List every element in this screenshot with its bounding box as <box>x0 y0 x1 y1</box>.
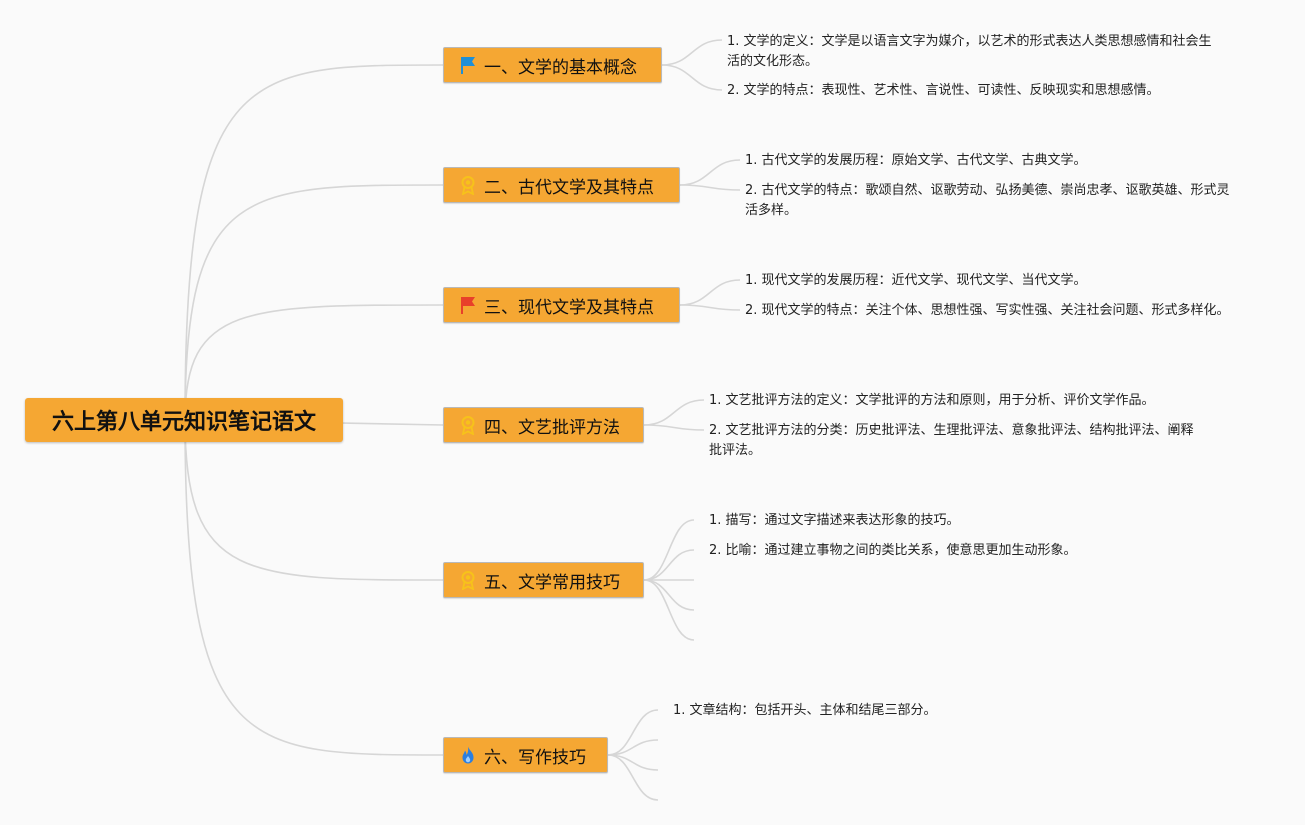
topic-label: 六、写作技巧 <box>484 747 586 768</box>
branch-connector <box>679 159 741 186</box>
leaf-note[interactable]: 2. 现代文学的特点：关注个体、思想性强、写实性强、关注社会问题、形式多样化。 <box>745 303 1230 318</box>
blue-flag-icon <box>458 55 478 75</box>
branch-connector <box>679 304 741 311</box>
topic-label: 一、文学的基本概念 <box>484 57 637 78</box>
branch-connector <box>643 519 695 581</box>
topic-label: 三、现代文学及其特点 <box>484 297 654 318</box>
branch-connector <box>607 754 659 801</box>
topic-ancient-literature[interactable]: 二、古代文学及其特点 <box>443 167 680 203</box>
leaf-note[interactable]: 1. 文学的定义：文学是以语言文字为媒介，以艺术的形式表达人类思想感情和社会生活… <box>727 34 1212 69</box>
root-connector <box>184 304 444 421</box>
award-ribbon-icon <box>458 175 478 195</box>
branch-connector <box>661 39 723 66</box>
leaf-note[interactable]: 1. 描写：通过文字描述来表达形象的技巧。 <box>709 513 960 528</box>
root-connector <box>184 419 444 756</box>
topic-label: 二、古代文学及其特点 <box>484 177 654 198</box>
branch-connector <box>643 579 695 611</box>
topic-label: 四、文艺批评方法 <box>484 417 620 438</box>
leaf-note[interactable]: 1. 文艺批评方法的定义：文学批评的方法和原则，用于分析、评价文学作品。 <box>709 393 1155 408</box>
branch-connector <box>679 184 741 191</box>
leaf-note[interactable]: 2. 古代文学的特点：歌颂自然、讴歌劳动、弘扬美德、崇尚忠孝、讴歌英雄、形式灵活… <box>745 183 1230 218</box>
root-connector <box>184 184 444 421</box>
topic-basic-concepts[interactable]: 一、文学的基本概念 <box>443 47 662 83</box>
flame-icon <box>458 745 478 765</box>
branch-connector <box>661 64 723 91</box>
leaf-note[interactable]: 1. 古代文学的发展历程：原始文学、古代文学、古典文学。 <box>745 153 1087 168</box>
root-connector <box>184 64 444 421</box>
topic-modern-literature[interactable]: 三、现代文学及其特点 <box>443 287 680 323</box>
award-ribbon-icon <box>458 570 478 590</box>
award-ribbon-icon <box>458 415 478 435</box>
branch-connector <box>643 424 705 431</box>
red-flag-icon <box>458 295 478 315</box>
topic-literary-techniques[interactable]: 五、文学常用技巧 <box>443 562 644 598</box>
branch-connector <box>607 709 659 756</box>
leaf-note[interactable]: 2. 文学的特点：表现性、艺术性、言说性、可读性、反映现实和思想感情。 <box>727 83 1160 98</box>
leaf-note[interactable]: 1. 现代文学的发展历程：近代文学、现代文学、当代文学。 <box>745 273 1087 288</box>
branch-connector <box>679 279 741 306</box>
topic-literary-criticism[interactable]: 四、文艺批评方法 <box>443 407 644 443</box>
branch-connector <box>643 399 705 426</box>
root-connector <box>184 419 444 581</box>
root-topic[interactable]: 六上第八单元知识笔记语文 <box>25 398 343 442</box>
topic-writing-techniques[interactable]: 六、写作技巧 <box>443 737 608 773</box>
topic-label: 五、文学常用技巧 <box>484 572 620 593</box>
branch-connector <box>643 579 695 641</box>
leaf-note[interactable]: 2. 比喻：通过建立事物之间的类比关系，使意思更加生动形象。 <box>709 543 1077 558</box>
leaf-note[interactable]: 1. 文章结构：包括开头、主体和结尾三部分。 <box>673 703 937 718</box>
leaf-note[interactable]: 2. 文艺批评方法的分类：历史批评法、生理批评法、意象批评法、结构批评法、阐释批… <box>709 423 1194 458</box>
branch-connector <box>643 549 695 581</box>
